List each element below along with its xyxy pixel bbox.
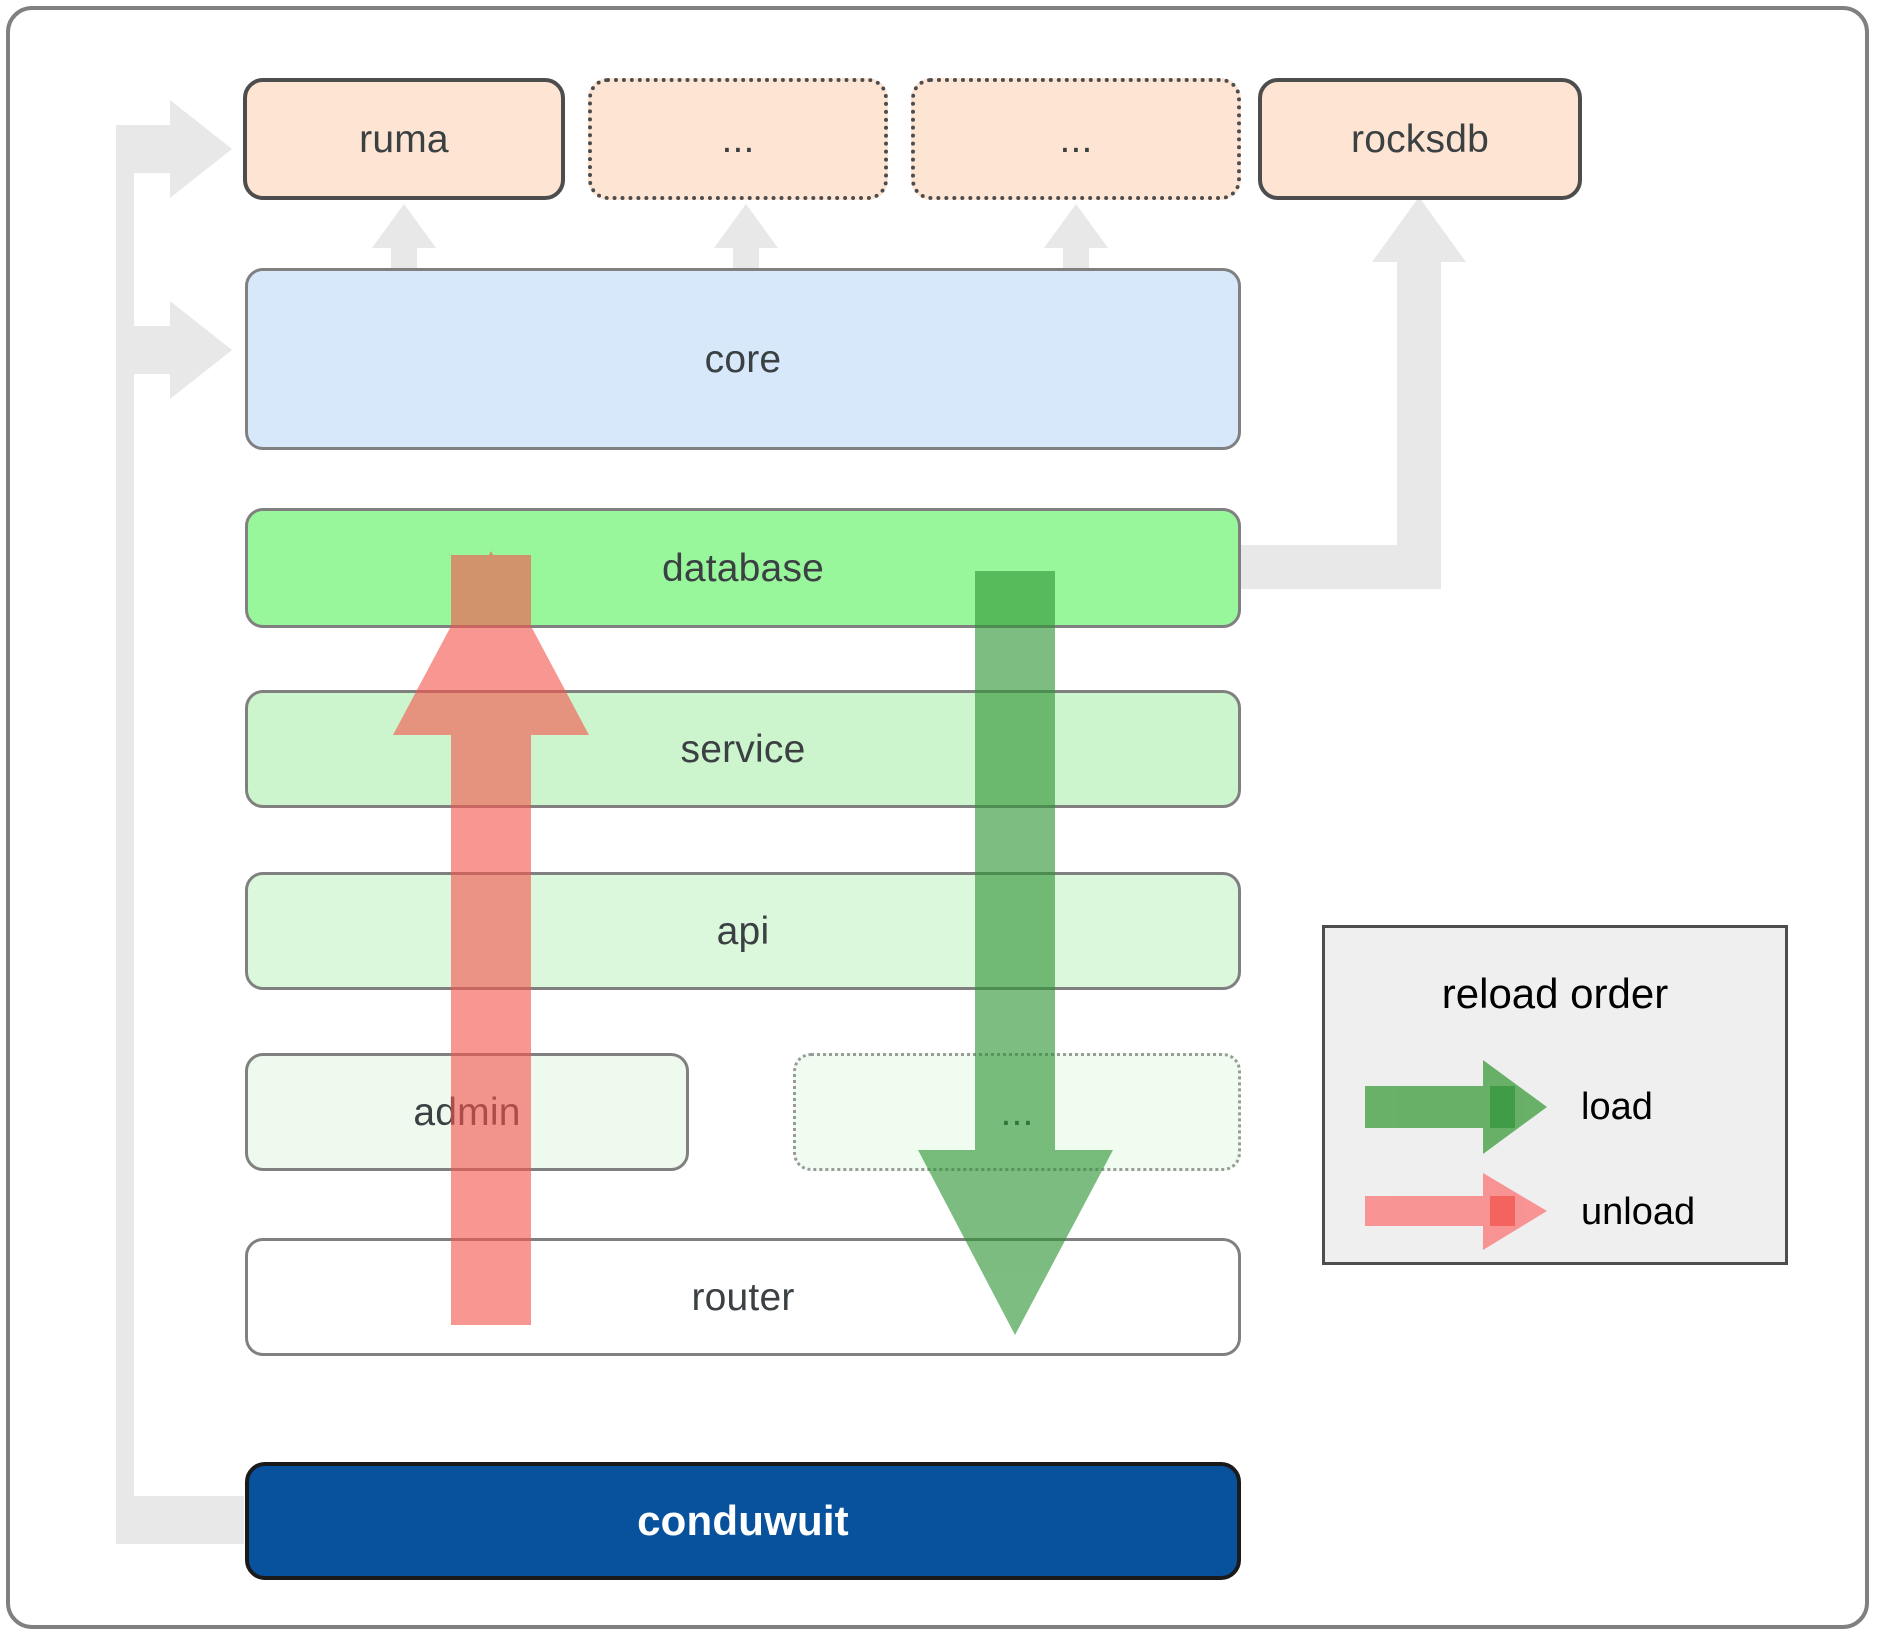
layer-box-service[interactable]: service (245, 690, 1241, 808)
legend-label-load: load (1581, 1086, 1653, 1128)
legend-unload-arrow-icon (1365, 1173, 1547, 1250)
layer-label: admin (413, 1090, 521, 1134)
root-box-conduwuit[interactable]: conduwuit (245, 1462, 1241, 1580)
dep-box-dots-1[interactable]: ... (588, 78, 888, 200)
layer-label: service (680, 727, 806, 771)
legend-panel: reload order load unload (1322, 925, 1788, 1265)
layer-box-database[interactable]: database (245, 508, 1241, 628)
layer-label: api (716, 909, 770, 953)
diagram-frame (6, 6, 1869, 1629)
legend-load-arrow-icon (1365, 1060, 1547, 1154)
dep-label: rocksdb (1351, 117, 1489, 161)
layer-box-dots-3[interactable]: ... (793, 1053, 1241, 1171)
dep-box-rocksdb[interactable]: rocksdb (1258, 78, 1582, 200)
layer-label: router (691, 1275, 795, 1319)
layer-box-core[interactable]: core (245, 268, 1241, 450)
layer-label: database (661, 546, 825, 590)
dep-label: ... (721, 117, 755, 161)
layer-label: core (704, 337, 782, 381)
dep-box-dots-2[interactable]: ... (911, 78, 1241, 200)
layer-box-api[interactable]: api (245, 872, 1241, 990)
layer-label: ... (1000, 1090, 1034, 1134)
legend-arrow-art (1365, 1060, 1547, 1250)
root-label: conduwuit (637, 1497, 849, 1544)
layer-box-router[interactable]: router (245, 1238, 1241, 1356)
legend-title: reload order (1441, 970, 1669, 1017)
dep-label: ruma (359, 117, 449, 161)
layer-box-admin[interactable]: admin (245, 1053, 689, 1171)
dep-box-ruma[interactable]: ruma (243, 78, 565, 200)
legend-label-unload: unload (1581, 1191, 1696, 1233)
dep-label: ... (1059, 117, 1093, 161)
